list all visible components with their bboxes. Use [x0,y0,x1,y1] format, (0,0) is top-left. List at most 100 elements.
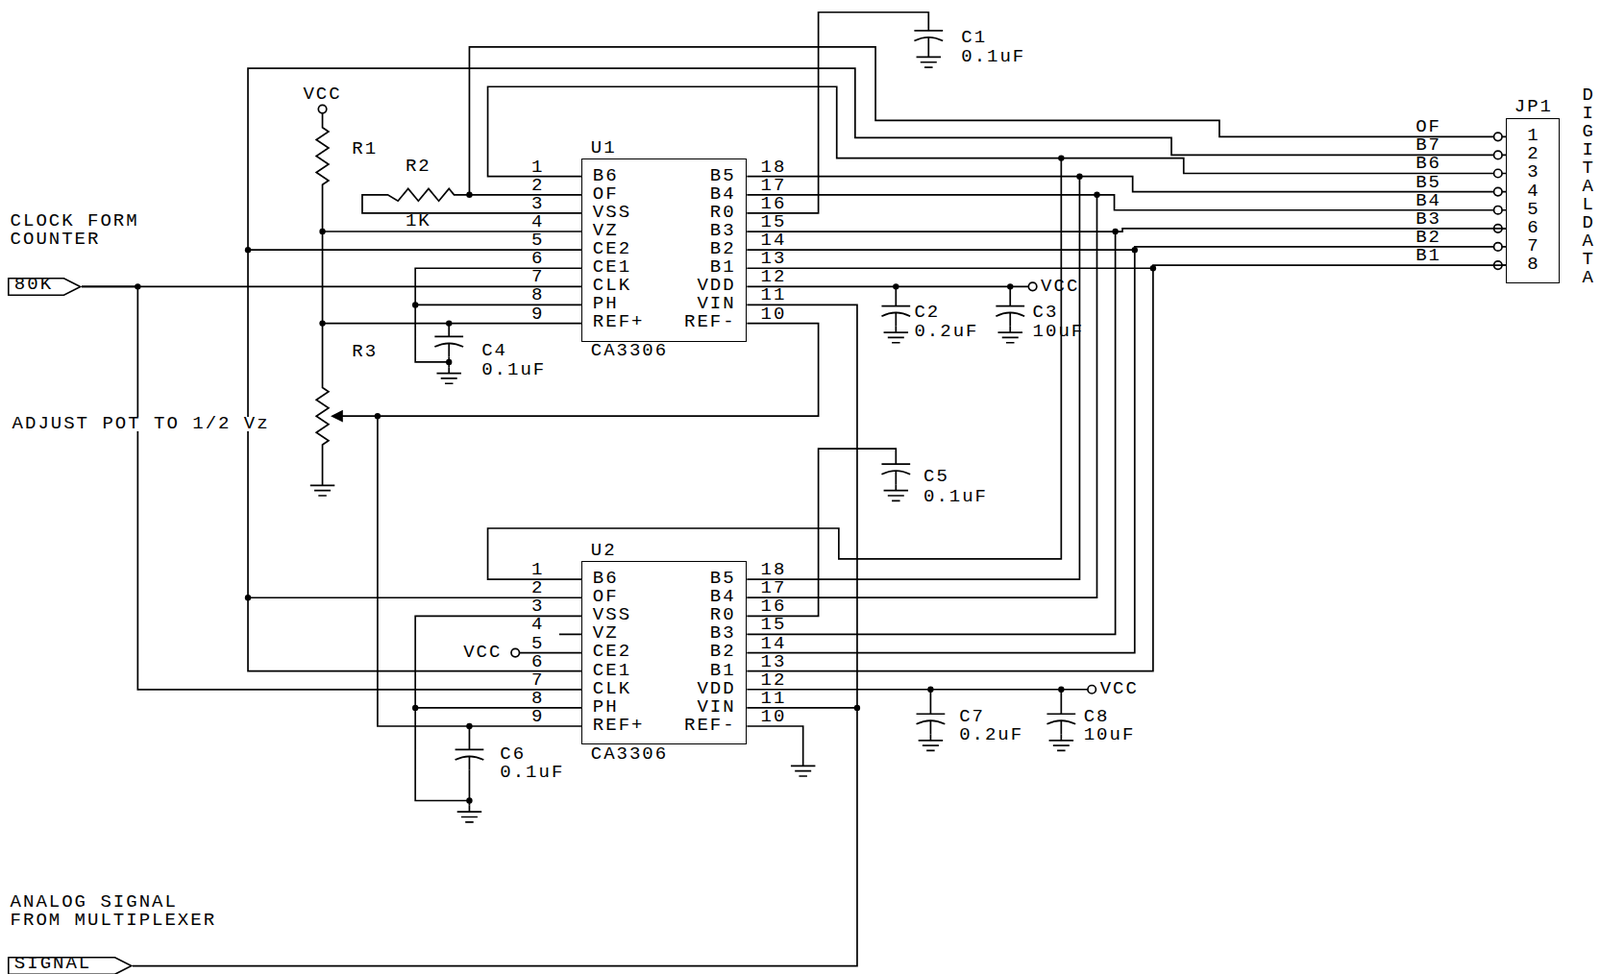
terminal-circle [1028,282,1036,291]
part-name: R2 [405,159,432,174]
port-outline [8,958,132,974]
part-designator: CA3306 [590,344,668,359]
terminal-circle [1494,187,1502,196]
junction-dot [466,723,472,730]
pin-number: 17 [760,178,787,194]
part-name: R1 [351,142,378,157]
signal-name: B5 [1415,175,1442,191]
wire [247,68,1495,250]
part-name: C3 [1033,305,1059,320]
part-value: 0.1uF [923,490,988,505]
pin-number: 18 [760,563,787,578]
ic-chip: U2B6OFVSSVZCE2CE1CLKPHREF+B5B4R0B3B2B1VD… [581,561,747,745]
ground-symbol [884,326,909,344]
junction-dot [1076,173,1083,180]
terminal-circle [1494,205,1502,214]
part-name: C1 [960,30,987,46]
wire [746,195,1494,598]
capacitor-symbol [434,336,464,357]
signal-name: B6 [1415,156,1442,172]
part-designator: U1 [590,141,617,156]
pin-name: VIN [696,700,736,715]
wire [81,286,582,690]
pin-number: 2 [531,581,544,596]
ground-symbol [457,806,482,823]
pin-number: 3 [531,196,544,212]
terminal-circle [511,648,519,657]
junction-dot [1058,687,1064,693]
pin-number: 7 [531,673,544,689]
pin-name: REF- [684,315,737,330]
junction-dot [412,301,419,308]
pin-number: 15 [760,215,787,230]
pin-name: R0 [710,205,737,221]
junction-dot [445,320,452,326]
pin-name: B3 [710,626,737,641]
pin-number: 16 [760,599,787,615]
resistor-symbol [316,113,329,480]
ground-symbol [916,50,941,68]
wire [746,448,896,616]
pin-name: B5 [710,571,737,587]
pin-name: 5 [1526,202,1540,218]
capacitor-symbol [995,306,1025,327]
pin-name: VIN [696,296,736,312]
junction-dot [1132,246,1138,253]
terminal-circle [1494,169,1502,177]
wire [746,231,1115,635]
pin-name: VDD [696,278,736,294]
junction-dot [134,154,1157,804]
signal-name: B3 [1415,212,1442,227]
terminal-circle [1494,150,1502,159]
ground-symbol [436,367,461,384]
pin-name: R0 [710,608,737,623]
pin-name: B2 [710,242,737,257]
wire [322,231,583,368]
part-value: 0.2uF [913,324,979,340]
pin-number: 8 [531,288,544,303]
pin-name: CE1 [592,664,632,679]
pin-name: VZ [592,223,619,239]
pin-number: 6 [531,655,544,670]
pin-number: 5 [531,233,544,248]
wire [746,265,1506,672]
ground-symbol [310,479,335,496]
capacitor-symbol [881,464,911,485]
signal-name: B4 [1415,194,1442,209]
part-designator: JP1 [1514,99,1553,115]
pin-name: 2 [1526,147,1540,162]
supply-label: VCC [1100,682,1139,697]
pin-name: OF [592,187,619,202]
junction-dot [466,192,472,198]
pin-name: REF- [684,718,737,734]
pin-number: 16 [760,196,787,212]
note: ANALOG SIGNAL FROM MULTIPLEXER [10,893,230,931]
pin-number: 12 [760,673,787,689]
junction-dot [1093,192,1100,198]
pin-name: CE2 [592,644,632,660]
pin-name: B5 [710,169,737,184]
wire [746,267,1154,270]
pin-number: 8 [531,691,544,707]
resistor-symbol [362,188,582,213]
pin-name: 8 [1526,257,1540,272]
part-value: 0.2uF [959,728,1024,743]
pin-name: B1 [710,664,737,679]
pin-number: 17 [760,581,787,596]
part-value: 0.1uF [481,363,546,378]
pin-number: 9 [531,710,544,725]
part-name: C6 [499,747,526,763]
pin-name: CE2 [592,242,632,257]
wire [247,12,1506,807]
wire [81,286,582,289]
signal-name: B7 [1415,138,1442,153]
pin-name: 6 [1526,221,1540,236]
pin-name: VDD [696,682,736,697]
supply-label: VCC [1040,279,1080,295]
pin-name: CLK [592,682,632,697]
supply-label: VCC [302,87,342,102]
pin-name: 3 [1526,165,1540,180]
pin-name: REF+ [592,315,645,330]
terminal-circle [1087,686,1096,694]
wire [247,249,582,598]
